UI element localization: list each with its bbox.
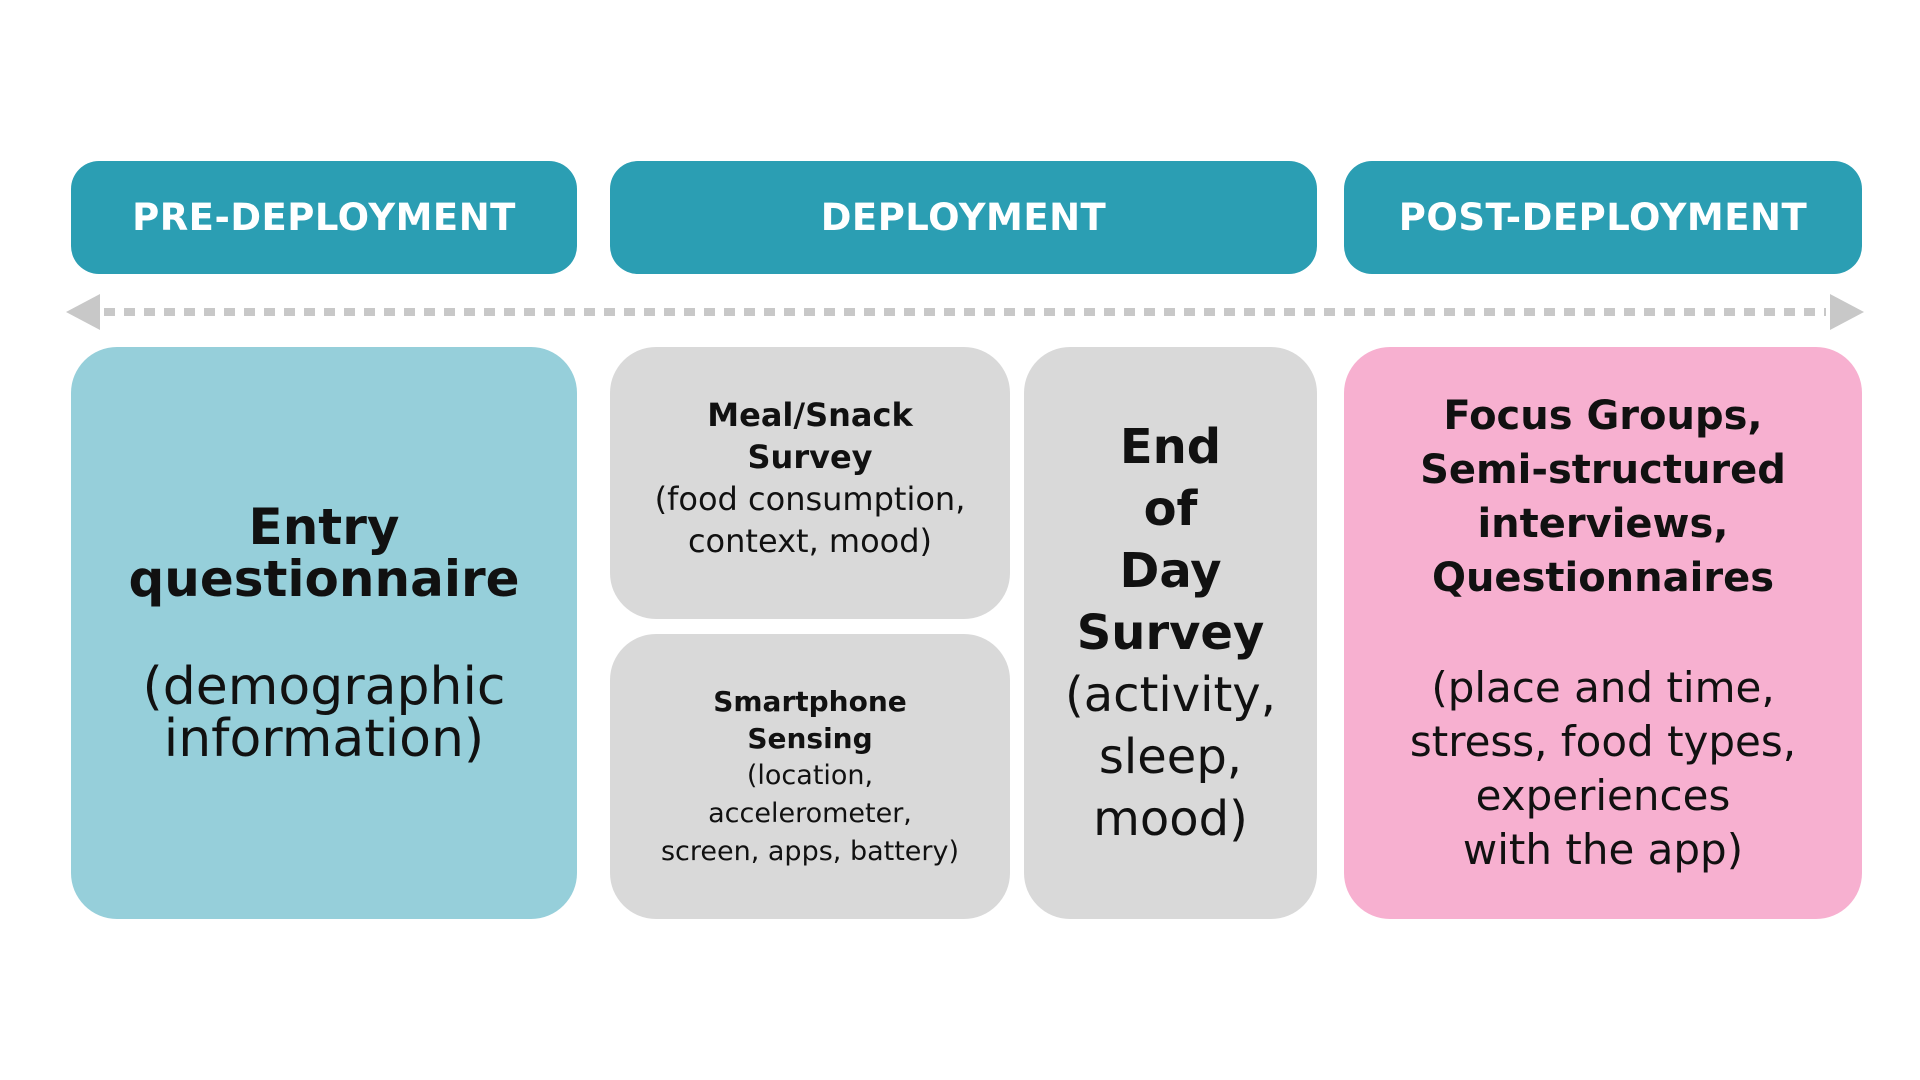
smartphone-sensing-card: Smartphone Sensing (location, accelerome… <box>610 634 1010 919</box>
post-deployment-methods-card: Focus Groups, Semi-structured interviews… <box>1344 347 1862 919</box>
card-detail-line: (food consumption, <box>654 480 966 518</box>
card-detail-line: experiences <box>1475 771 1731 820</box>
card-detail: (place and time, stress, food types, exp… <box>1410 661 1796 877</box>
card-detail-line: screen, apps, battery) <box>660 835 960 867</box>
meal-snack-survey-card: Meal/Snack Survey (food consumption, con… <box>610 347 1010 619</box>
card-detail-line: accelerometer, <box>708 797 912 829</box>
card-detail-line: information) <box>163 709 485 769</box>
card-title: Meal/Snack Survey <box>707 394 912 478</box>
entry-questionnaire-card: Entry questionnaire (demographic informa… <box>71 347 577 919</box>
card-title: Focus Groups, Semi-structured interviews… <box>1420 389 1786 605</box>
phase-header-label: PRE-DEPLOYMENT <box>132 196 516 239</box>
card-title-line: Semi-structured <box>1420 447 1786 493</box>
card-detail-line: context, mood) <box>687 522 933 560</box>
card-title: Smartphone Sensing <box>713 683 907 757</box>
card-title: End of Day Survey <box>1077 416 1265 664</box>
phase-header-pre-deployment: PRE-DEPLOYMENT <box>71 161 577 274</box>
card-title-line: Entry <box>248 498 400 556</box>
card-detail: (location, accelerometer, screen, apps, … <box>661 757 959 871</box>
end-of-day-survey-card: End of Day Survey (activity, sleep, mood… <box>1024 347 1317 919</box>
card-detail-line: (activity, <box>1065 667 1276 723</box>
card-title-line: interviews, <box>1477 501 1729 547</box>
card-title-line: End <box>1119 419 1222 475</box>
card-title-line: Smartphone <box>713 684 907 718</box>
card-detail-line: stress, food types, <box>1409 717 1797 766</box>
card-title-line: questionnaire <box>128 550 520 608</box>
card-title-line: Sensing <box>747 721 873 755</box>
phase-header-post-deployment: POST-DEPLOYMENT <box>1344 161 1862 274</box>
card-title-line: Meal/Snack <box>707 396 913 434</box>
phase-header-label: POST-DEPLOYMENT <box>1398 196 1808 239</box>
card-title-line: Survey <box>747 438 873 476</box>
card-detail-line: with the app) <box>1462 825 1744 874</box>
card-detail: (food consumption, context, mood) <box>655 478 966 562</box>
card-detail: (activity, sleep, mood) <box>1065 664 1276 850</box>
card-detail-line: (demographic <box>142 657 506 717</box>
phase-header-deployment: DEPLOYMENT <box>610 161 1317 274</box>
card-detail-line: mood) <box>1093 791 1248 847</box>
card-detail-line: sleep, <box>1098 729 1243 785</box>
timeline-arrowhead-right <box>1830 294 1864 330</box>
card-title-line: Day <box>1119 543 1222 599</box>
card-title: Entry questionnaire <box>128 501 519 605</box>
card-detail-line: (location, <box>746 759 874 791</box>
card-title-line: Questionnaires <box>1431 555 1775 601</box>
card-title-line: Survey <box>1076 605 1265 661</box>
timeline-double-arrow <box>66 294 1864 330</box>
card-detail-line: (place and time, <box>1431 663 1775 712</box>
card-title-line: Focus Groups, <box>1443 393 1763 439</box>
card-detail: (demographic information) <box>142 661 505 765</box>
card-title-line: of <box>1143 481 1198 537</box>
phase-header-label: DEPLOYMENT <box>820 196 1107 239</box>
timeline-arrowhead-left <box>66 294 100 330</box>
